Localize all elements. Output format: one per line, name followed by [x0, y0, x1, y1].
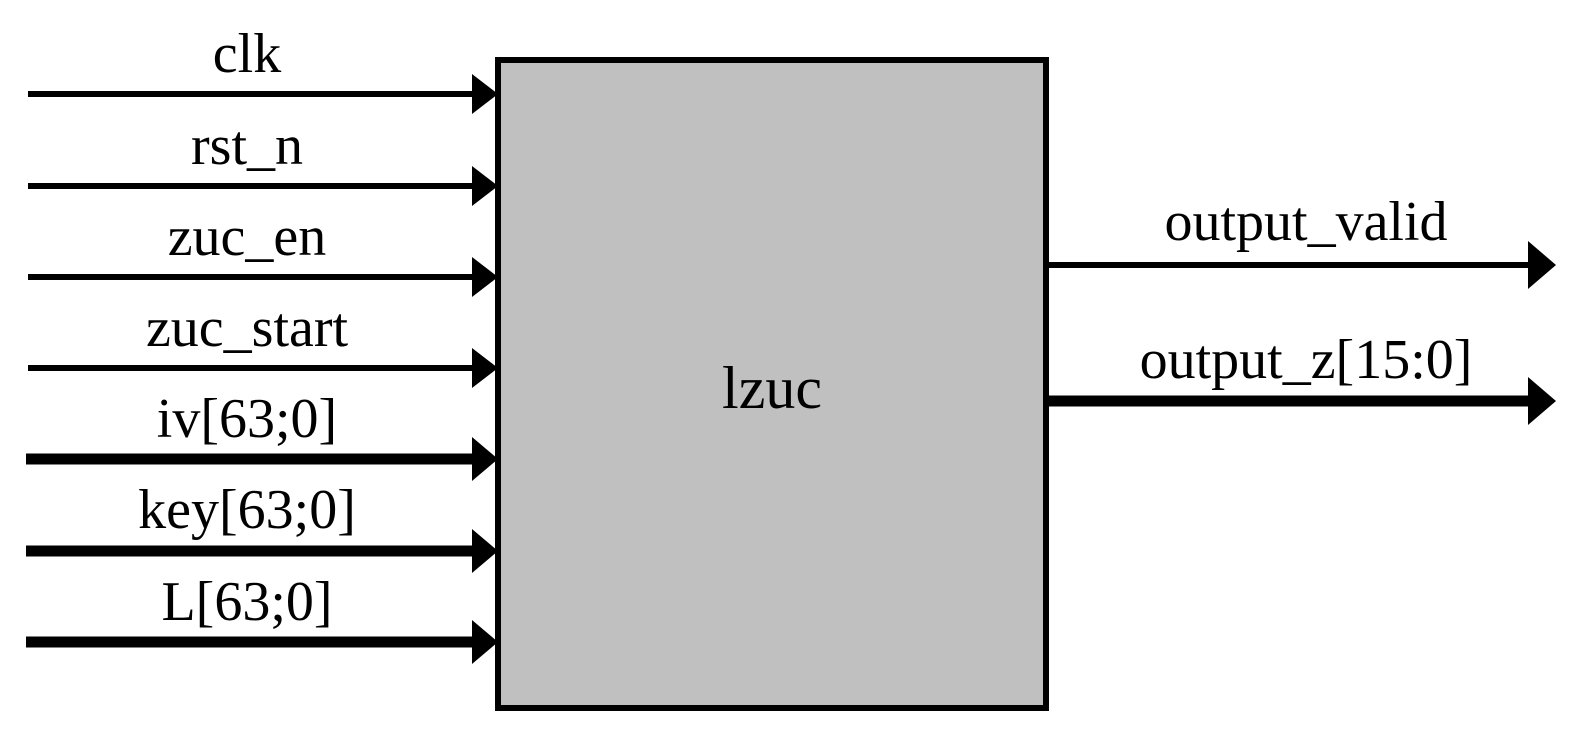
arrow-head [1528, 241, 1556, 289]
arrow-head [472, 348, 498, 388]
arrow-head [472, 437, 498, 481]
input-port-key: key[63;0] [26, 479, 498, 573]
arrow-head [1528, 377, 1556, 425]
arrow-head [472, 166, 498, 206]
input-port-zuc-start: zuc_start [28, 297, 498, 388]
block-label: lzuc [722, 355, 822, 421]
arrow-head [472, 257, 498, 297]
arrow-head [472, 74, 498, 114]
signal-label: L[63;0] [161, 571, 332, 633]
input-port-iv: iv[63;0] [26, 388, 498, 481]
arrow-head [472, 620, 498, 664]
signal-label: iv[63;0] [157, 388, 337, 450]
lzuc-block [495, 57, 1049, 711]
signal-label: output_valid [1164, 191, 1447, 253]
output-port-output-valid: output_valid [1046, 191, 1556, 289]
arrow-head [472, 529, 498, 573]
input-port-zuc-en: zuc_en [28, 206, 498, 297]
signal-label: clk [213, 23, 281, 85]
signal-label: rst_n [191, 115, 303, 177]
signal-label: zuc_en [168, 206, 327, 268]
signal-label: output_z[15:0] [1140, 329, 1473, 391]
input-port-l: L[63;0] [26, 571, 498, 664]
input-port-rst-n: rst_n [28, 115, 498, 206]
signal-label: zuc_start [146, 297, 349, 359]
input-port-clk: clk [28, 23, 498, 114]
signal-label: key[63;0] [138, 479, 356, 541]
output-port-output-z: output_z[15:0] [1046, 329, 1556, 425]
